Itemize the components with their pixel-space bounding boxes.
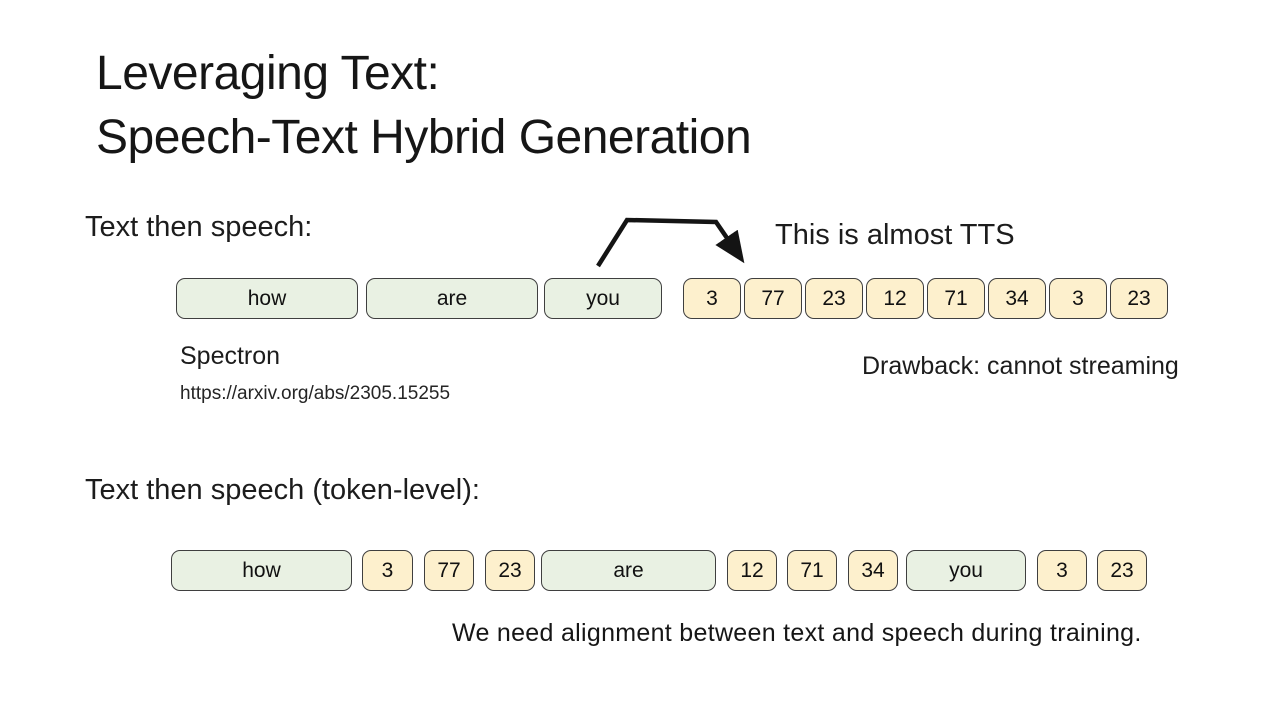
text-word-box: how <box>176 278 358 319</box>
speech-token-box: 12 <box>866 278 924 319</box>
speech-token-box: 3 <box>683 278 741 319</box>
section1-label: Text then speech: <box>85 211 313 243</box>
speech-token-box: 71 <box>927 278 985 319</box>
citation-name: Spectron <box>180 342 281 370</box>
speech-token-box: 23 <box>805 278 863 319</box>
speech-token-box: 23 <box>1110 278 1168 319</box>
speech-token-box: 71 <box>787 550 837 591</box>
text-word-box: are <box>366 278 538 319</box>
speech-token-box: 23 <box>1097 550 1147 591</box>
speech-token-box: 3 <box>362 550 413 591</box>
speech-token-box: 23 <box>485 550 535 591</box>
speech-token-box: 34 <box>988 278 1046 319</box>
citation-url-link[interactable]: https://arxiv.org/abs/2305.15255 <box>180 383 451 404</box>
speech-token-box: 3 <box>1037 550 1087 591</box>
slide-title-line2: Speech-Text Hybrid Generation <box>96 111 752 164</box>
arrow-connector-icon <box>596 217 745 268</box>
drawback-note: Drawback: cannot streaming <box>862 352 1179 380</box>
alignment-note: We need alignment between text and speec… <box>452 619 1142 647</box>
speech-token-box: 3 <box>1049 278 1107 319</box>
speech-token-box: 34 <box>848 550 898 591</box>
text-word-box: how <box>171 550 352 591</box>
slide-title: Leveraging Text: Speech-Text Hybrid Gene… <box>96 42 752 170</box>
speech-token-box: 12 <box>727 550 777 591</box>
speech-token-box: 77 <box>424 550 474 591</box>
text-word-box: you <box>906 550 1026 591</box>
tts-annotation: This is almost TTS <box>775 219 1015 251</box>
speech-token-box: 77 <box>744 278 802 319</box>
text-word-box: are <box>541 550 716 591</box>
text-word-box: you <box>544 278 662 319</box>
section2-label: Text then speech (token-level): <box>85 474 480 506</box>
slide-title-line1: Leveraging Text: <box>96 47 440 100</box>
